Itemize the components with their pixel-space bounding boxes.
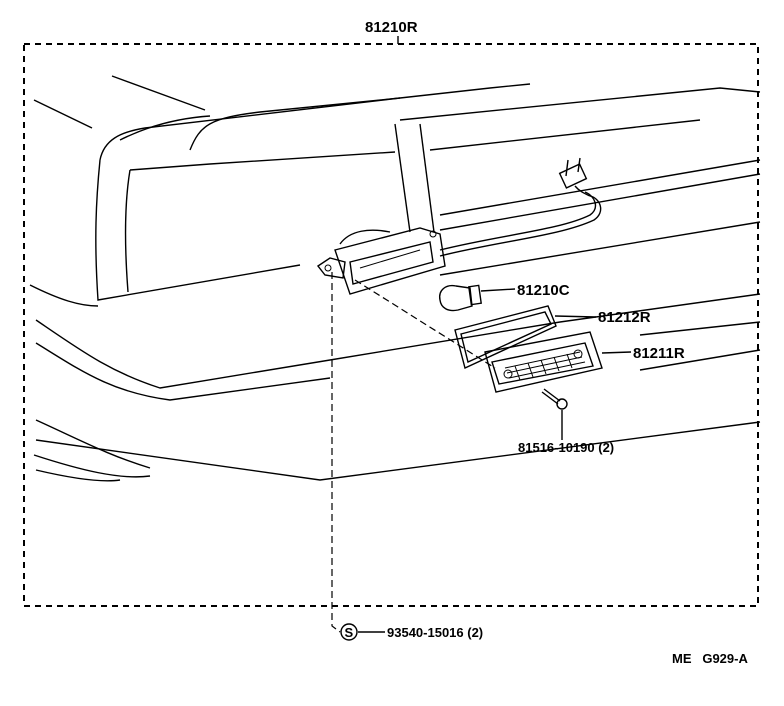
leader-81212R (554, 315, 597, 318)
part-label-81210C: 81210C (517, 282, 570, 299)
gasket (454, 305, 557, 369)
figure-code: ME G929-A (672, 651, 748, 666)
standard-part-symbol: S (345, 625, 354, 640)
assembly-boundary (23, 43, 759, 607)
leader-81211R (601, 351, 632, 354)
assembly-path-nut (331, 272, 341, 633)
part-label-81211R: 81211R (633, 345, 685, 362)
part-label-81212R: 81212R (598, 309, 651, 326)
part-label-93540-15016: 93540-15016 (2) (387, 625, 483, 640)
screw (541, 388, 568, 410)
vehicle-body-outline (29, 75, 761, 482)
part-label-81516-10190: 81516-10190 (2) (518, 440, 614, 455)
lens (484, 331, 603, 393)
assembly-label: 81210R (365, 19, 418, 36)
standard-part-icon (340, 623, 358, 641)
bulb (439, 284, 482, 312)
lamp-housing (316, 227, 446, 295)
assembly-path-lens (354, 279, 496, 369)
wiring-harness (439, 157, 602, 257)
leader-81210C (480, 288, 516, 292)
